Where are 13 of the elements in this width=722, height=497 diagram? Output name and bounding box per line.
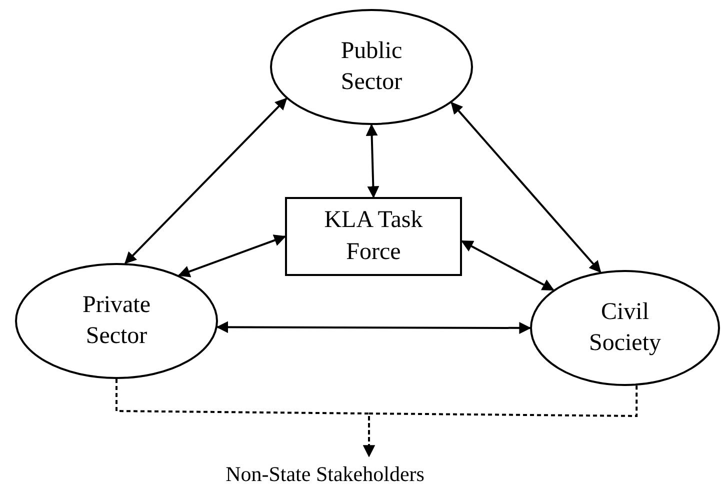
double-arrow [178, 234, 286, 278]
double-arrow [124, 98, 288, 264]
node-label: Non-State Stakeholders [224, 461, 426, 488]
double-arrow [450, 102, 602, 273]
node-label: KLA Task Force [323, 206, 424, 266]
node-label: Civil Society [588, 298, 662, 358]
node-label: Public Sector [340, 36, 404, 97]
node-label: Private Sector [82, 290, 152, 351]
dashed-arrow [363, 386, 638, 458]
double-arrow [216, 321, 532, 334]
double-arrow [460, 240, 554, 291]
double-arrow [366, 124, 380, 198]
process-box [285, 197, 462, 276]
